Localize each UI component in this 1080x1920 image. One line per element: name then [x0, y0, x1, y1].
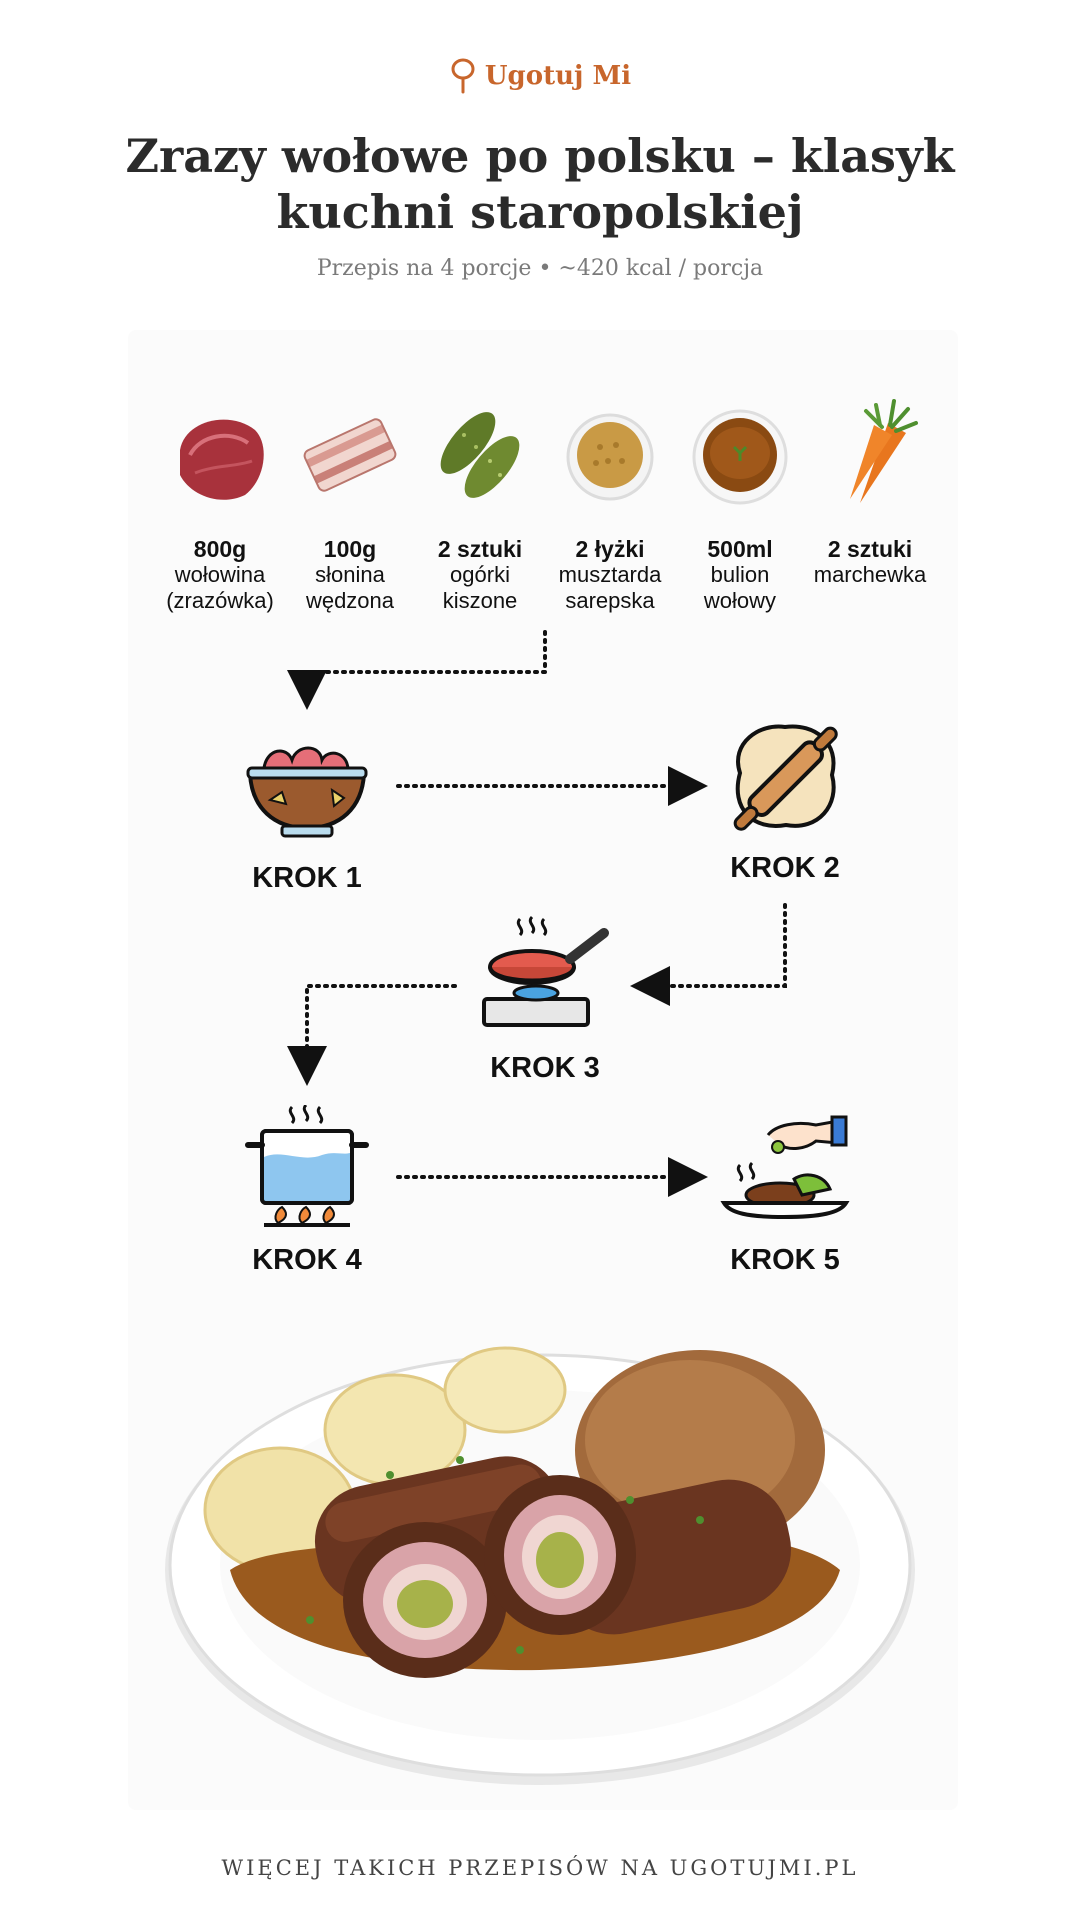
broth-icon	[692, 409, 788, 505]
ingredient-name: słonina	[315, 562, 385, 587]
ingredient-name: musztarda	[558, 562, 662, 587]
ingredient-item: 2 sztuki ogórki kiszone	[415, 390, 545, 614]
ingredient-amount: 2 sztuki	[437, 536, 523, 562]
step-label: KROK 2	[730, 852, 840, 884]
ingredient-amount: 800g	[193, 536, 247, 562]
recipe-title: Zrazy wołowe po polsku – klasyk kuchni s…	[125, 129, 955, 239]
ingredient-item: 500ml bulion wołowy	[675, 390, 805, 614]
ingredient-amount: 2 sztuki	[827, 536, 913, 562]
ingredient-name: wędzona	[305, 588, 395, 613]
frying-pan-icon	[482, 915, 609, 1027]
step-3: KROK 3	[475, 915, 615, 1085]
ingredient-item: 2 sztuki marchewka	[805, 390, 935, 588]
marinade-bowl-icon	[246, 746, 368, 838]
ingredient-name: wołowina	[174, 562, 266, 587]
ingredient-name: wołowy	[703, 588, 777, 613]
brand-logo[interactable]: Ugotuj Mi	[0, 58, 1080, 94]
finished-dish-image	[165, 1346, 915, 1785]
step-1: KROK 1	[237, 728, 377, 895]
step-5: KROK 5	[715, 1110, 855, 1277]
ingredient-item: 100g słonina wędzona	[285, 390, 415, 614]
ingredient-amount: 2 łyżki	[575, 536, 645, 562]
step-label: KROK 4	[252, 1244, 362, 1276]
ingredient-name: marchewka	[813, 562, 927, 587]
step-label: KROK 1	[252, 862, 362, 894]
ingredient-item: 800g wołowina (zrazówka)	[155, 390, 285, 614]
footer-link[interactable]: WIĘCEJ TAKICH PRZEPISÓW NA UGOTUJMI.PL	[221, 1856, 859, 1880]
ingredient-name: kiszone	[442, 588, 518, 613]
ingredient-name: bulion	[710, 562, 770, 587]
ingredient-name: (zrazówka)	[166, 588, 274, 613]
spoon-pin-icon	[451, 58, 475, 94]
ingredient-name: ogórki	[450, 562, 510, 587]
step-2: KROK 2	[715, 718, 855, 885]
boiling-pot-icon	[245, 1105, 369, 1227]
step-label: KROK 3	[490, 1052, 600, 1084]
recipe-subtitle: Przepis na 4 porcje • ~420 kcal / porcja	[316, 256, 764, 281]
mustard-icon	[566, 413, 654, 501]
pickles-icon	[440, 412, 520, 498]
serving-plate-icon	[720, 1115, 850, 1220]
ingredient-name: sarepska	[565, 588, 655, 613]
ingredient-amount: 500ml	[707, 536, 773, 562]
step-label: KROK 5	[730, 1244, 840, 1276]
ingredient-amount: 100g	[323, 536, 377, 562]
step-4: KROK 4	[237, 1105, 377, 1277]
beef-icon	[180, 419, 264, 500]
carrot-icon	[850, 399, 918, 503]
rolling-pin-icon	[733, 724, 838, 831]
ingredient-item: 2 łyżki musztarda sarepska	[545, 390, 675, 614]
bacon-icon	[303, 418, 397, 492]
brand-name: Ugotuj Mi	[484, 61, 632, 91]
